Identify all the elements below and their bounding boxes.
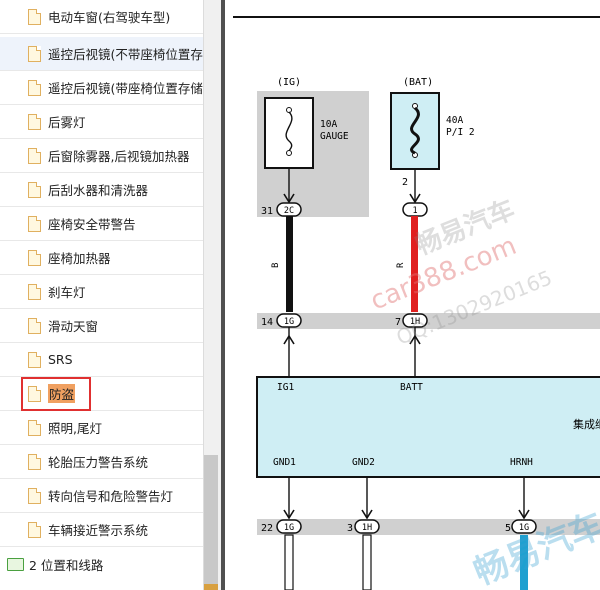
tree-item-stop-light[interactable]: 刹车灯 — [0, 275, 203, 309]
ig-fuse-rating: 10A — [320, 119, 337, 130]
arrow-icon — [283, 193, 295, 204]
bat-fuse-rating: 40A — [446, 115, 463, 126]
arrow-icon — [409, 334, 421, 345]
document-icon — [28, 45, 41, 62]
gnd2-terminal: GND2 — [352, 457, 375, 468]
tree-item-srs[interactable]: SRS — [0, 343, 203, 377]
document-icon — [28, 113, 41, 130]
tree-item-illumination[interactable]: 照明,尾灯 — [0, 411, 203, 445]
wire-r-label: R — [396, 262, 406, 268]
bot-22-label: 1G — [284, 523, 294, 533]
document-icon — [28, 181, 41, 198]
wire-red — [411, 216, 418, 312]
tree-item-power-window-rhd[interactable]: 电动车窗(右驾驶车型) — [0, 0, 203, 34]
connector-1-label: 1 — [412, 206, 417, 216]
document-icon — [28, 521, 41, 538]
tree-item-seatbelt-warning[interactable]: 座椅安全带警告 — [0, 207, 203, 241]
ig1-terminal: IG1 — [277, 382, 294, 393]
scrollbar-thumb[interactable] — [204, 455, 218, 585]
wire-white — [284, 534, 294, 590]
document-icon — [28, 385, 41, 402]
connector-band — [257, 313, 600, 329]
document-icon — [28, 147, 41, 164]
arrow-icon — [283, 509, 295, 520]
connector-1h — [354, 519, 380, 534]
sidebar-scrollbar[interactable] — [203, 0, 221, 590]
tree-item-theft-deterrent[interactable]: 防盗 — [0, 377, 203, 411]
document-icon — [28, 249, 41, 266]
bot-22-number: 22 — [261, 523, 273, 534]
wiring-diagram: (IG) 10A GAUGE 31 2C (BAT) 40A P/I 2 2 1… — [233, 16, 600, 590]
connector-1g-label: 1G — [284, 317, 294, 327]
ig-fuse-symbol — [285, 111, 293, 152]
bot-5-label: 1G — [519, 523, 529, 533]
document-icon — [28, 215, 41, 232]
watermark-text: 畅易汽车 — [468, 505, 600, 590]
highlight-box — [21, 377, 91, 411]
bat-fuse-symbol — [410, 106, 420, 155]
folder-icon — [7, 557, 24, 571]
tree-item-turn-signal[interactable]: 转向信号和危险警告灯 — [0, 479, 203, 513]
tree-item-vehicle-approach[interactable]: 车辆接近警示系统 — [0, 513, 203, 547]
batt-terminal: BATT — [400, 382, 423, 393]
tree-item-tpms[interactable]: 轮胎压力警告系统 — [0, 445, 203, 479]
tree-item-remote-mirror-memory[interactable]: 遥控后视镜(带座椅位置存储 — [0, 71, 203, 105]
wire-b-label: B — [271, 263, 281, 268]
arrow-icon — [361, 509, 373, 520]
connector-2c-label: 2C — [284, 206, 294, 216]
document-icon — [28, 79, 41, 96]
tree-item-sunroof[interactable]: 滑动天窗 — [0, 309, 203, 343]
hrnh-terminal: HRNH — [510, 457, 533, 468]
document-icon — [28, 317, 41, 334]
document-icon — [28, 351, 41, 368]
connector-1g — [276, 519, 302, 534]
tree-item-rear-wiper[interactable]: 后刮水器和清洗器 — [0, 173, 203, 207]
bot-3-number: 3 — [347, 523, 353, 534]
wiring-diagram-pane: (IG) 10A GAUGE 31 2C (BAT) 40A P/I 2 2 1… — [225, 0, 600, 590]
document-icon — [28, 283, 41, 300]
tree-item-remote-mirror-no-memory[interactable]: 遥控后视镜(不带座椅位置存 — [0, 37, 203, 71]
fuse-terminal — [286, 150, 292, 156]
wire-black — [286, 216, 293, 312]
tree-item-rear-fog-light[interactable]: 后雾灯 — [0, 105, 203, 139]
conn-14-number: 14 — [261, 317, 273, 328]
bat-source-label: (BAT) — [403, 77, 433, 88]
arrow-icon — [518, 509, 530, 520]
fuse-terminal — [286, 107, 292, 113]
document-icon — [28, 8, 41, 25]
ig-pin-number: 31 — [261, 206, 273, 217]
tree-folder-location-routing[interactable]: 2 位置和线路 — [0, 548, 203, 580]
connector-1h-label: 1H — [410, 317, 420, 327]
gnd1-terminal: GND1 — [273, 457, 296, 468]
bot-3-label: 1H — [362, 523, 372, 533]
ig-source-label: (IG) — [277, 77, 301, 88]
ig-fuse-name: GAUGE — [320, 131, 349, 142]
ecu-name: 集成继 — [573, 417, 600, 431]
document-icon — [28, 419, 41, 436]
bat-fuse-name: P/I 2 — [446, 127, 475, 138]
scrollbar-arrow[interactable] — [204, 584, 218, 590]
arrow-icon — [283, 334, 295, 345]
document-icon — [28, 453, 41, 470]
connector-1g — [511, 519, 537, 534]
wire-blue — [520, 535, 528, 590]
tree-item-seat-heater[interactable]: 座椅加热器 — [0, 241, 203, 275]
pane-divider[interactable] — [221, 0, 225, 590]
bat-pin-number: 2 — [402, 177, 408, 188]
conn-7-number: 7 — [395, 317, 401, 328]
bot-5-number: 5 — [505, 523, 511, 534]
integration-relay-box — [256, 376, 600, 478]
arrow-icon — [409, 193, 421, 204]
tree-item-rear-defogger[interactable]: 后窗除雾器,后视镜加热器 — [0, 139, 203, 173]
wire-white — [362, 534, 372, 590]
document-icon — [28, 487, 41, 504]
document-tree: 电动车窗(右驾驶车型) 遥控后视镜(不带座椅位置存 遥控后视镜(带座椅位置存储 … — [0, 0, 203, 590]
